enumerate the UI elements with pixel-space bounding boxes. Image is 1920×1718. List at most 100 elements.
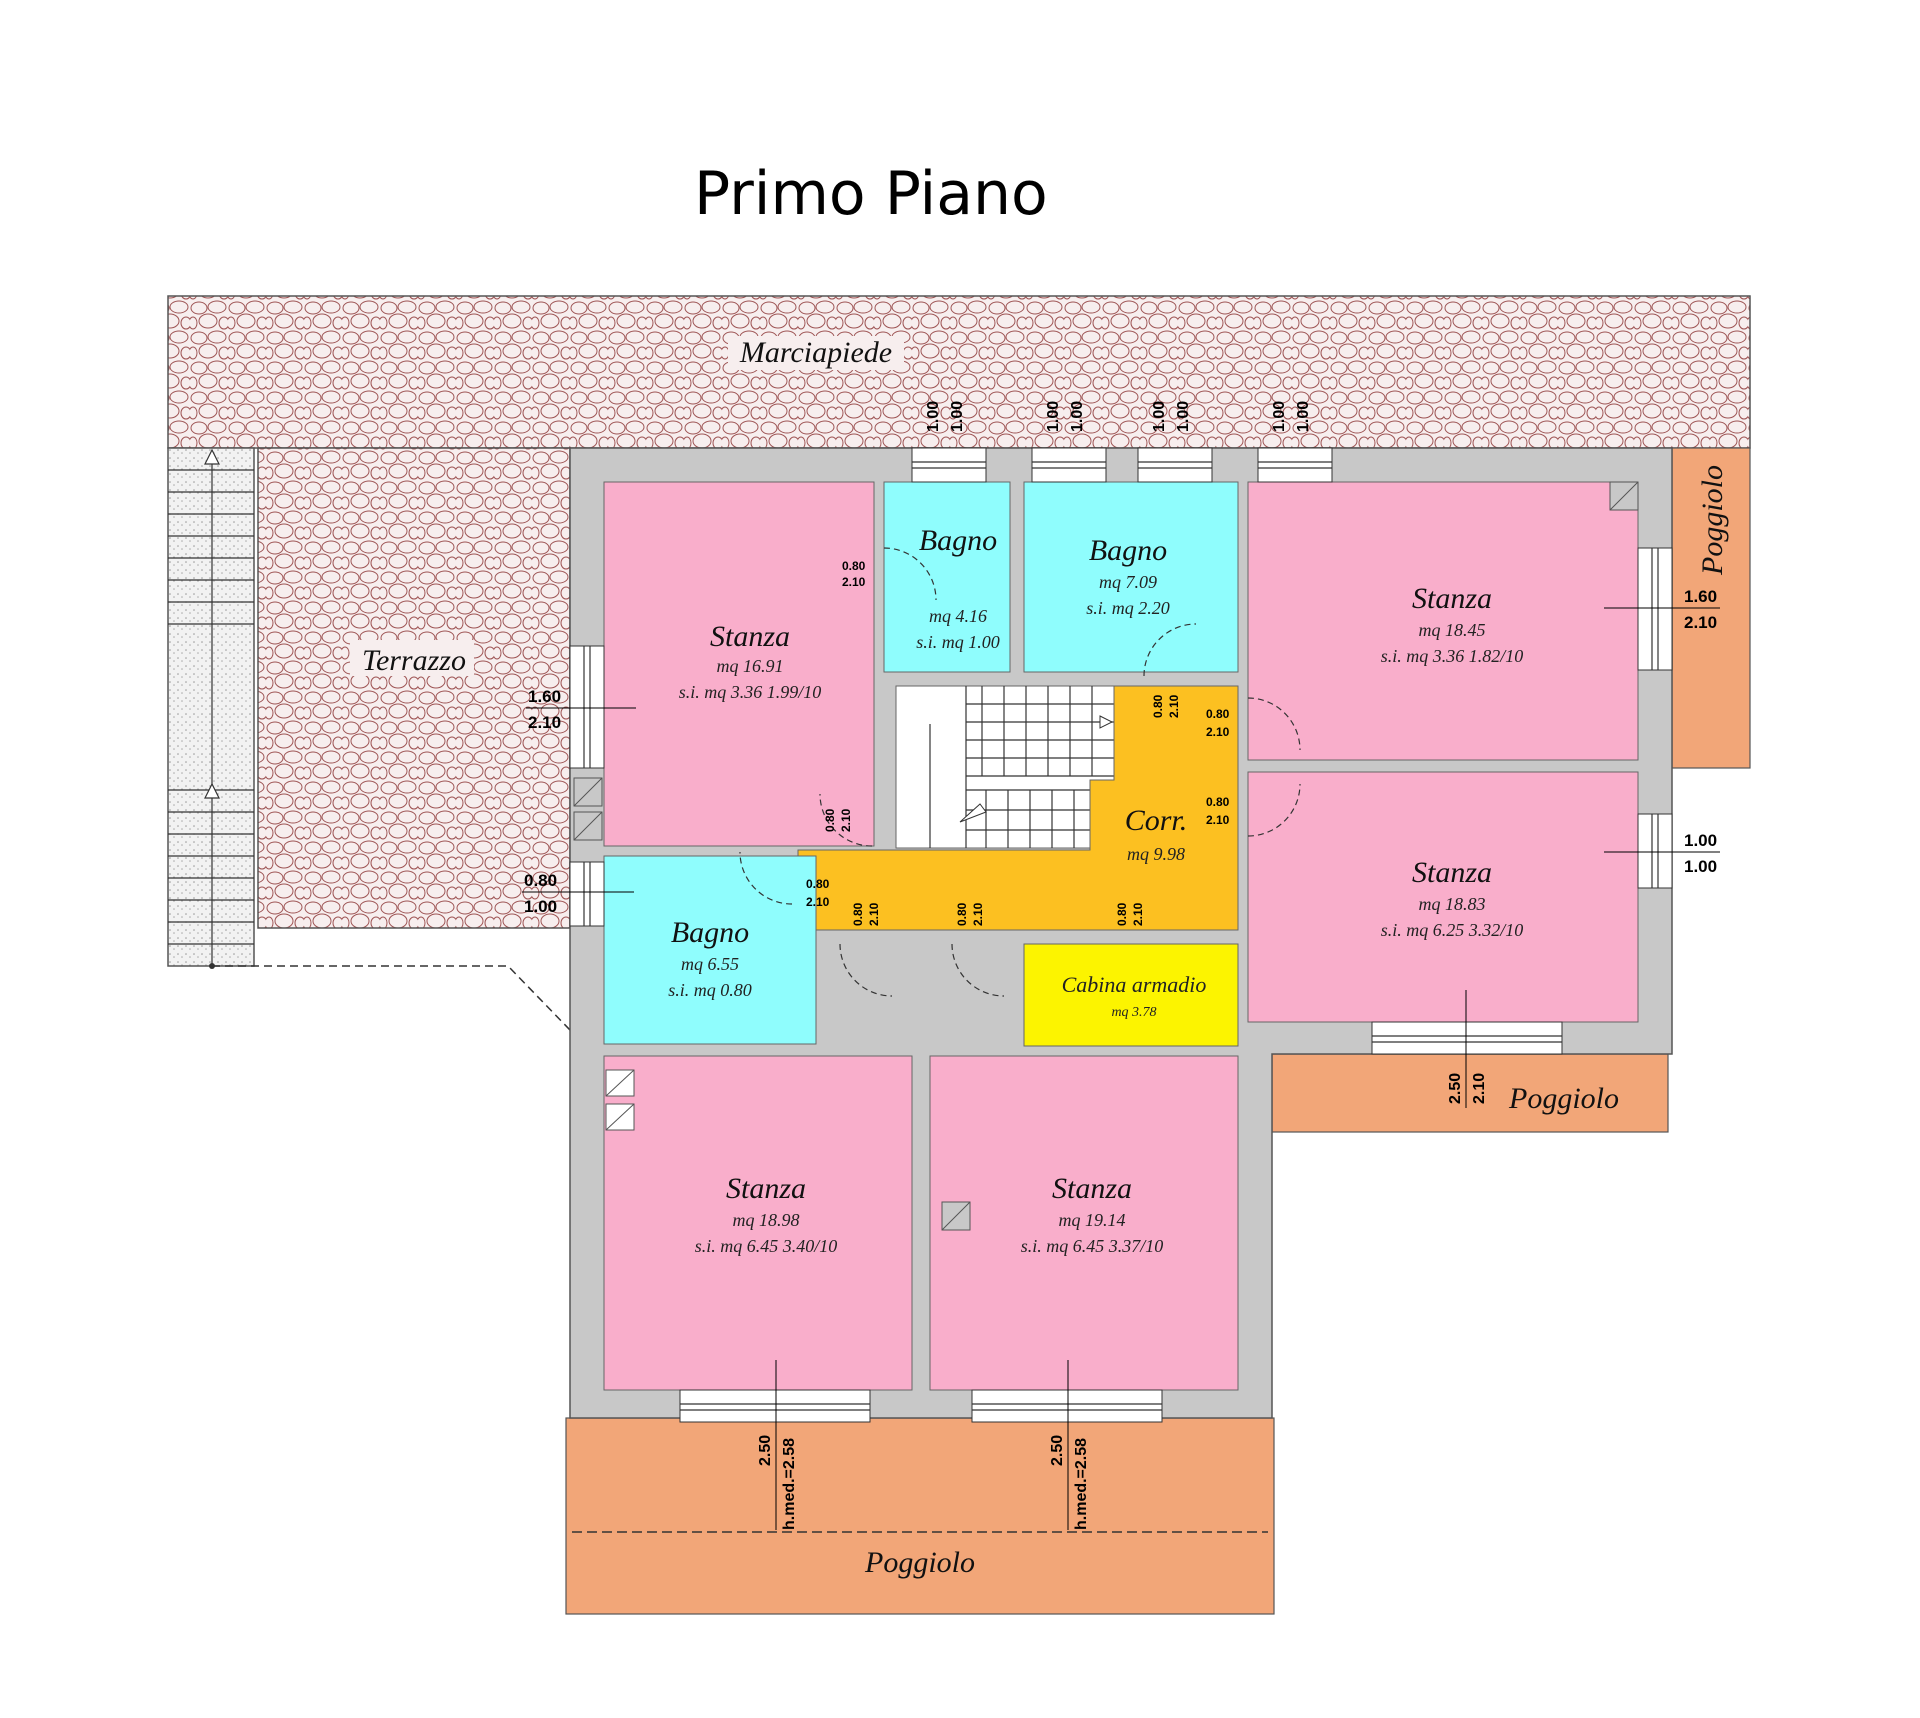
dim-door-5-w: 0.80 <box>823 808 837 832</box>
dim-top-4-w: 1.00 <box>1271 401 1288 432</box>
dim-door-8-h: 2.10 <box>971 902 985 926</box>
door-swings <box>739 547 1301 997</box>
dim-left-1-w: 1.60 <box>528 687 561 706</box>
poggiolo-right-top-label: Poggiolo <box>1696 465 1729 576</box>
dim-bottom-2-w: 2.50 <box>1049 1435 1066 1466</box>
dim-top-1-w: 1.00 <box>925 401 942 432</box>
bagno-2-area: mq 7.09 <box>1099 572 1157 592</box>
dim-top-3-h: 1.00 <box>1175 401 1192 432</box>
dim-door-3-w: 0.80 <box>1206 707 1230 721</box>
room-cabina-armadio <box>1023 943 1239 1047</box>
dim-door-7-w: 0.80 <box>851 902 865 926</box>
corridoio-name: Corr. <box>1125 804 1188 837</box>
dim-bottom-1-h: h.med.=2.58 <box>781 1438 798 1530</box>
bagno-1-si: s.i. mq 1.00 <box>916 632 1000 652</box>
cabina-area: mq 3.78 <box>1111 1005 1156 1020</box>
dim-door-9-h: 2.10 <box>1131 902 1145 926</box>
dim-right-mid-h: 1.00 <box>1684 857 1717 876</box>
bagno-2-si: s.i. mq 2.20 <box>1086 598 1170 618</box>
dim-left-2-h: 1.00 <box>524 897 557 916</box>
dim-door-4-h: 2.10 <box>1206 813 1230 827</box>
poggiolo-right-label: Poggiolo <box>1508 1082 1619 1115</box>
bagno-3-name: Bagno <box>671 916 749 949</box>
corridoio-area: mq 9.98 <box>1127 844 1185 864</box>
stanza-1-name: Stanza <box>710 620 790 653</box>
room-bagno-3 <box>603 855 817 1045</box>
stanza-2-si: s.i. mq 3.36 1.82/10 <box>1381 646 1524 666</box>
dim-door-8-w: 0.80 <box>955 902 969 926</box>
stanza-4-area: mq 18.98 <box>733 1210 800 1230</box>
dim-top-2-h: 1.00 <box>1069 401 1086 432</box>
terrazzo-label: Terrazzo <box>362 644 466 677</box>
dim-right-mid-w: 1.00 <box>1684 831 1717 850</box>
stanza-5-name: Stanza <box>1052 1172 1132 1205</box>
room-bagno-1 <box>883 481 1011 673</box>
dim-right-top-w: 1.60 <box>1684 587 1717 606</box>
stanza-2-area: mq 18.45 <box>1419 620 1486 640</box>
external-staircase <box>167 447 255 969</box>
poggiolo-bottom-label: Poggiolo <box>864 1546 975 1579</box>
stanza-5-si: s.i. mq 6.45 3.37/10 <box>1021 1236 1164 1256</box>
windows <box>569 447 1673 1423</box>
dim-left-1-h: 2.10 <box>528 713 561 732</box>
plan-title: Primo Piano <box>694 159 1048 229</box>
dim-right-bal-h: 2.10 <box>1471 1073 1488 1104</box>
dim-door-6-w: 0.80 <box>806 877 830 891</box>
bagno-3-area: mq 6.55 <box>681 954 739 974</box>
shaft-markers <box>573 481 1639 1231</box>
dim-door-5-h: 2.10 <box>839 808 853 832</box>
marciapiede-label: Marciapiede <box>739 336 892 369</box>
dim-bottom-1-w: 2.50 <box>757 1435 774 1466</box>
dim-top-2-w: 1.00 <box>1045 401 1062 432</box>
dim-top-1-h: 1.00 <box>949 401 966 432</box>
stanza-4-name: Stanza <box>726 1172 806 1205</box>
dim-door-9-w: 0.80 <box>1115 902 1129 926</box>
room-corridoio <box>797 685 1239 931</box>
terrazzo-label-bg <box>350 640 474 676</box>
terrace-outline <box>212 965 571 1031</box>
poggiolo-right <box>1271 1053 1669 1133</box>
dim-door-1-w: 0.80 <box>842 559 866 573</box>
bagno-1-name: Bagno <box>919 524 997 557</box>
dim-door-2-h: 2.10 <box>1167 694 1181 718</box>
dim-door-6-h: 2.10 <box>806 895 830 909</box>
cabina-name: Cabina armadio <box>1062 972 1207 997</box>
dim-door-2-w: 0.80 <box>1151 694 1165 718</box>
stanza-3-name: Stanza <box>1412 856 1492 889</box>
dim-top-4-h: 1.00 <box>1295 401 1312 432</box>
dim-door-7-h: 2.10 <box>867 902 881 926</box>
stanza-1-area: mq 16.91 <box>717 656 784 676</box>
dim-door-3-h: 2.10 <box>1206 725 1230 739</box>
dim-bottom-2-h: h.med.=2.58 <box>1073 1438 1090 1530</box>
stanza-2-name: Stanza <box>1412 582 1492 615</box>
stanza-3-area: mq 18.83 <box>1419 894 1486 914</box>
room-stanza-3 <box>1247 771 1639 1023</box>
dim-right-bal-w: 2.50 <box>1447 1073 1464 1104</box>
room-stanza-1 <box>603 481 875 847</box>
bagno-3-si: s.i. mq 0.80 <box>668 980 752 1000</box>
dim-door-4-w: 0.80 <box>1206 795 1230 809</box>
room-bagno-2 <box>1023 481 1239 673</box>
dim-right-top-h: 2.10 <box>1684 613 1717 632</box>
bagno-2-name: Bagno <box>1089 534 1167 567</box>
balcony-door-dims: 2.50 2.10 2.50 h.med.=2.58 2.50 h.med.=2… <box>757 990 1488 1530</box>
dim-top-3-w: 1.00 <box>1151 401 1168 432</box>
stanza-3-si: s.i. mq 6.25 3.32/10 <box>1381 920 1524 940</box>
terrazzo-area <box>257 447 571 929</box>
stanza-4-si: s.i. mq 6.45 3.40/10 <box>695 1236 838 1256</box>
side-window-dims: 1.60 2.10 0.80 1.00 1.60 2.10 1.00 1.00 <box>522 587 1720 916</box>
marciapiede-label-bg <box>728 336 904 370</box>
top-window-dims: 1.00 1.00 1.00 1.00 1.00 1.00 1.00 1.00 <box>925 401 1312 432</box>
dim-door-1-h: 2.10 <box>842 575 866 589</box>
door-dims: 0.80 2.10 0.80 2.10 0.80 2.10 0.80 2.10 … <box>806 559 1230 926</box>
room-stanza-5 <box>929 1055 1239 1391</box>
dim-left-2-w: 0.80 <box>524 871 557 890</box>
room-stanza-4 <box>603 1055 913 1391</box>
room-stanza-2 <box>1247 481 1639 761</box>
stanza-1-si: s.i. mq 3.36 1.99/10 <box>679 682 822 702</box>
marciapiede-area <box>167 295 1751 449</box>
stanza-5-area: mq 19.14 <box>1059 1210 1126 1230</box>
poggiolo-bottom <box>565 1417 1275 1615</box>
internal-stairwell <box>895 685 1115 849</box>
